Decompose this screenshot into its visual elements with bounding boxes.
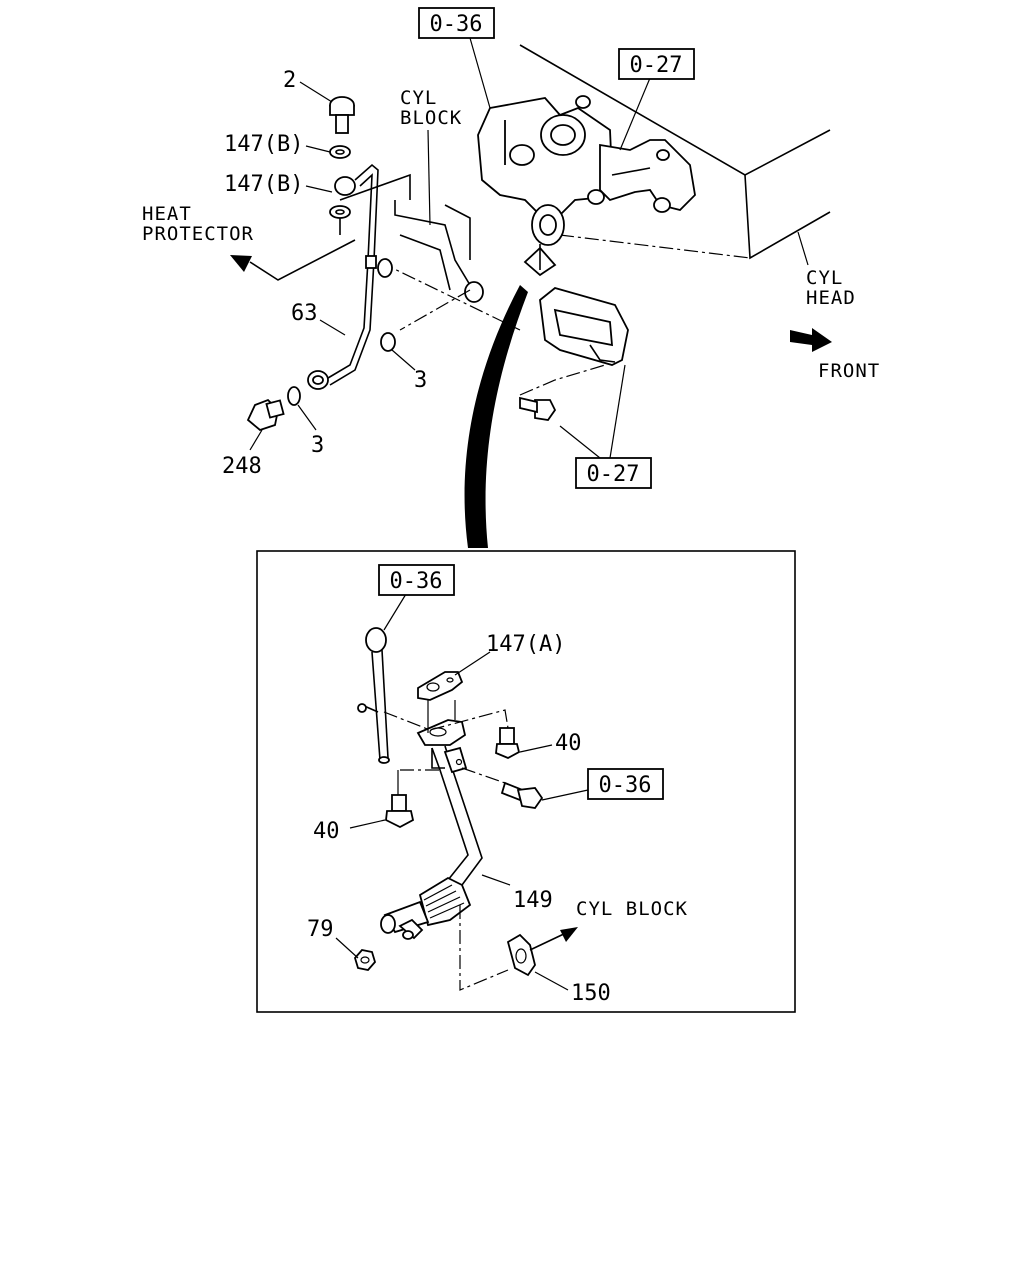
part-number-2: 2 — [283, 68, 296, 93]
part-number-248: 248 — [222, 454, 262, 479]
gasket-150 — [506, 933, 536, 977]
cyl-head-label-line1: CYL — [806, 267, 843, 289]
bolt-0-36-detail — [500, 781, 544, 809]
part-number-3-a: 3 — [414, 368, 427, 393]
part-number-147b-2: 147(B) — [224, 172, 303, 197]
detail-oil-feed-stub — [357, 627, 390, 764]
leader-lines-upper — [249, 37, 809, 459]
plug-bolt-248 — [246, 398, 285, 432]
oil-return-pipe-149 — [380, 719, 483, 940]
oil-feed-pipe-63 — [307, 163, 379, 390]
bolt-40-right — [495, 727, 521, 759]
part-number-147a: 147(A) — [486, 632, 565, 657]
washer-3-mid — [380, 332, 396, 352]
eye-bolt-2 — [329, 96, 355, 134]
part-number-40-left: 40 — [313, 819, 340, 844]
cyl-head-label-line2: HEAD — [806, 287, 856, 309]
cylinder-block-outline — [379, 200, 521, 331]
part-number-149: 149 — [513, 888, 553, 913]
cyl-block-label-line2: BLOCK — [400, 107, 462, 129]
detail-frame — [256, 550, 796, 1013]
cyl-block-label-line1: CYL — [400, 87, 437, 109]
heat-protector-label-line1: HEAT — [142, 203, 192, 225]
washer-147b-upper — [329, 145, 351, 159]
nut-79 — [353, 949, 377, 971]
ref-box-0-36-detail-top — [378, 564, 455, 596]
ref-label-0-36-top: 0-36 — [430, 12, 483, 37]
heat-protector-arrow — [230, 239, 356, 281]
ref-box-0-36-top — [418, 7, 495, 39]
part-number-79: 79 — [307, 917, 334, 942]
washer-147b-lower — [329, 205, 351, 219]
cyl-block-arrow — [529, 927, 578, 951]
part-number-150: 150 — [571, 981, 611, 1006]
leader-lines-detail — [335, 593, 589, 991]
heat-protector-label-line2: PROTECTOR — [142, 223, 254, 245]
gasket-147a — [417, 671, 464, 701]
cylinder-head-outline — [339, 44, 831, 260]
cyl-block-detail-label: CYL BLOCK — [576, 898, 688, 920]
bracket-bolt — [519, 396, 557, 421]
part-number-3-b: 3 — [311, 433, 324, 458]
detail-callout-curve — [464, 285, 528, 548]
front-label: FRONT — [818, 360, 880, 382]
washer-3-upper — [377, 258, 393, 278]
fitting-nut — [464, 281, 484, 303]
part-number-63: 63 — [291, 301, 318, 326]
bolt-40-left — [385, 794, 415, 829]
ref-label-0-27-top: 0-27 — [630, 53, 683, 78]
part-number-40-right: 40 — [555, 731, 582, 756]
part-number-147b-1: 147(B) — [224, 132, 303, 157]
turbo-bracket — [539, 287, 629, 366]
ref-label-0-36-detail-top: 0-36 — [390, 569, 443, 594]
front-arrow-icon — [790, 328, 832, 352]
ref-label-0-27-bottom: 0-27 — [587, 462, 640, 487]
turbocharger — [477, 95, 613, 277]
ref-label-0-36-detail-right: 0-36 — [599, 773, 652, 798]
exhaust-manifold — [587, 139, 696, 213]
washer-3-lower — [287, 386, 301, 406]
ref-box-0-27-top — [618, 48, 695, 80]
ref-box-0-36-detail-right — [587, 768, 664, 800]
ref-box-0-27-bottom — [575, 457, 652, 489]
